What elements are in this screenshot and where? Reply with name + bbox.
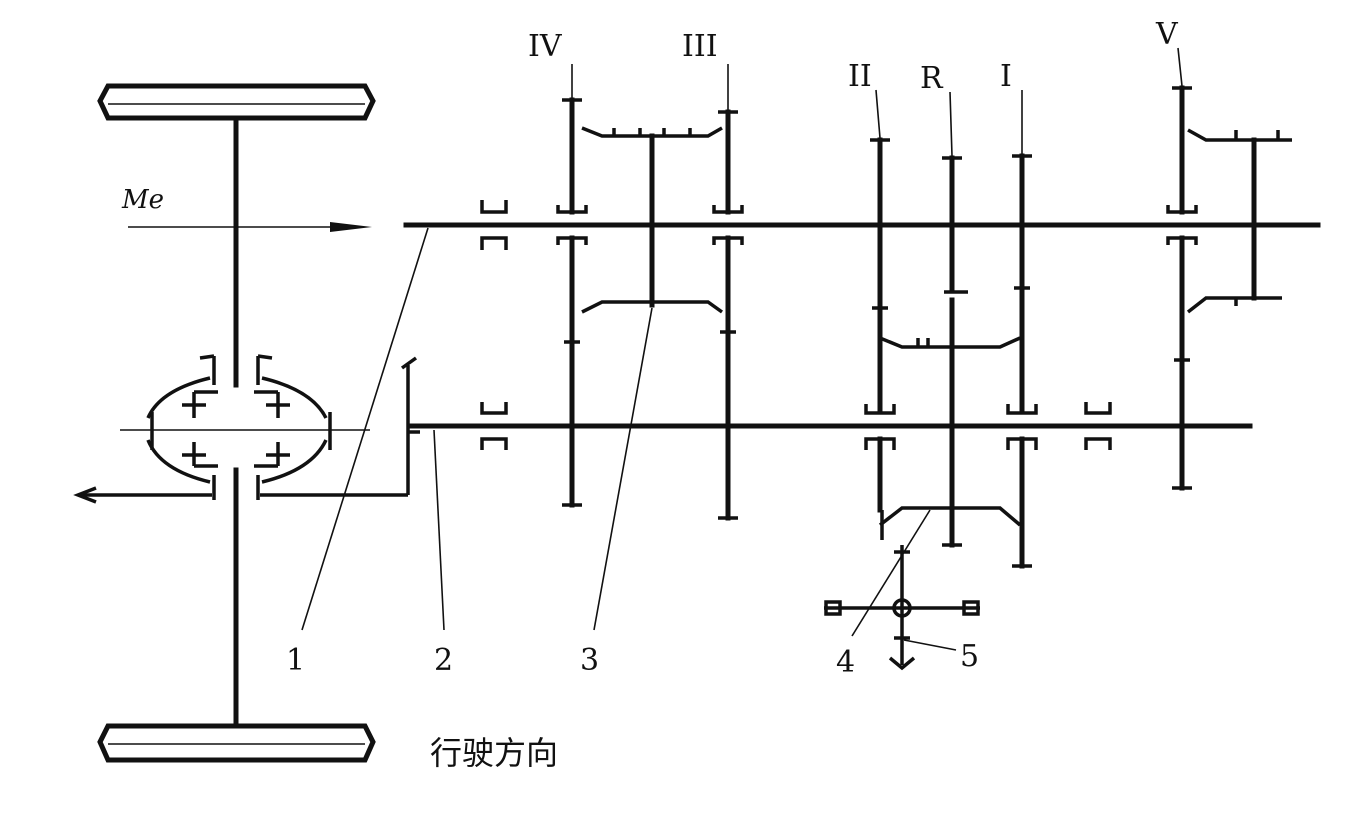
part-label-4: 4 [836,645,855,680]
gear-label-r: R [920,61,944,96]
gear-label-ii: II [848,59,872,94]
synchronizer-ii-i [864,137,1038,569]
differential [146,354,332,500]
part-label-2: 2 [434,643,453,678]
gear-label-v: V [1155,17,1179,52]
synchronizer-iv-iii [556,97,744,521]
torque-label: Me [121,185,164,215]
torque-input-arrow: Me [121,185,372,232]
top-wheel [97,83,376,121]
driving-direction-label: 行驶方向 [430,734,558,772]
part-label-3: 3 [580,643,599,678]
part-label-1: 1 [286,643,305,678]
synchronizer-v [1166,85,1292,491]
gear-label-iv: IV [528,29,563,64]
shift-mechanism [824,545,980,671]
bearings [480,200,1112,450]
part-label-5: 5 [960,639,979,674]
leader-lines [301,47,1183,651]
bottom-wheel [97,723,376,763]
gear-label-iii: III [682,29,718,64]
gear-label-i: I [1000,59,1012,94]
front-axle-assembly [73,83,420,763]
